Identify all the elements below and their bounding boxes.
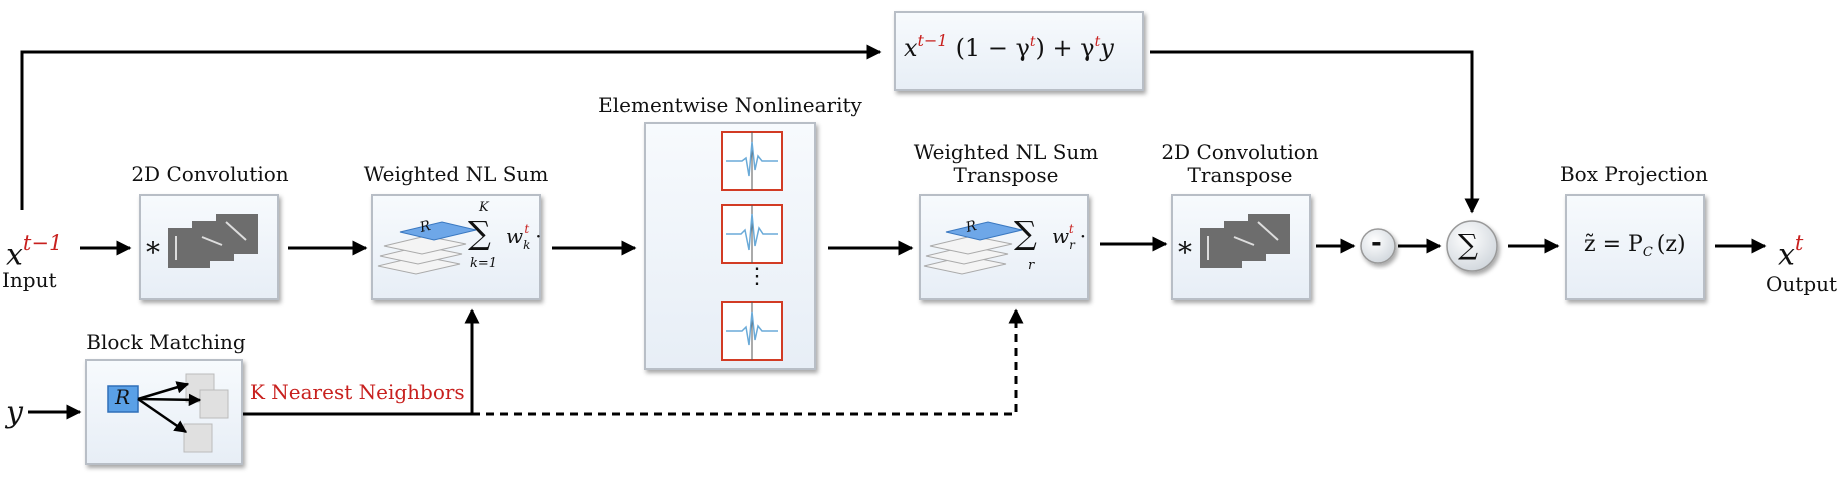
conv2d-title: 2D Convolution — [131, 162, 289, 186]
sum-operator-label: ∑ — [1458, 228, 1478, 261]
output-caption: Output — [1766, 272, 1838, 296]
sum-transpose-symbol: ∑ — [1014, 214, 1037, 252]
box-projection-box — [1565, 194, 1705, 300]
weighted-nl-sum-weight: wkt· — [506, 222, 542, 252]
skip-connection-arrow — [20, 44, 1480, 214]
box-projection-title: Box Projection — [1559, 162, 1709, 186]
input-caption: Input — [2, 268, 57, 292]
weighted-nl-sum-transpose-weight: wrt· — [1052, 222, 1087, 252]
weighted-nl-sum-box — [371, 194, 541, 300]
sum-lower-limit: k=1 — [470, 256, 498, 271]
filter-stack-icon — [1200, 214, 1290, 268]
patch-stack-icon — [377, 221, 477, 275]
conv2d-transpose-title-2: Transpose — [1187, 163, 1293, 187]
update-box — [894, 11, 1144, 91]
weighted-nl-sum-transpose-title-2: Transpose — [953, 163, 1059, 187]
minus-operator-label: - — [1371, 228, 1382, 258]
filter-stack-icon — [168, 214, 258, 268]
input-symbol: xt−1 — [6, 231, 63, 273]
sum-operator — [1446, 220, 1498, 272]
output-symbol: xt — [1778, 231, 1804, 273]
nonlinearity-title: Elementwise Nonlinearity — [598, 93, 862, 117]
flow-arrows — [28, 236, 1767, 420]
knn-label: K Nearest Neighbors — [250, 380, 465, 404]
conv-operator: * — [146, 236, 160, 269]
nonlinearity-box — [644, 122, 816, 370]
conv-transpose-operator: * — [1178, 236, 1192, 269]
conv2d-transpose-box — [1171, 194, 1311, 300]
conv2d-box — [139, 194, 279, 300]
sum-symbol: ∑ — [468, 214, 491, 252]
patch-stack-icon — [923, 221, 1023, 275]
weighted-nl-sum-transpose-title-1: Weighted NL Sum — [913, 140, 1099, 164]
update-formula: xt−1(1 − γt) + γty — [904, 31, 1114, 62]
conv2d-transpose-title-1: 2D Convolution — [1161, 140, 1319, 164]
nonlinearity-plot-2 — [721, 204, 783, 264]
block-matching-title: Block Matching — [86, 330, 246, 354]
block-matching-box — [85, 359, 243, 465]
sum-transpose-lower-limit: r — [1028, 258, 1035, 273]
block-matching-badge: R — [115, 385, 131, 409]
knn-connections — [242, 308, 1024, 416]
weighted-nl-sum-title: Weighted NL Sum — [363, 162, 549, 186]
sum-upper-limit: K — [479, 200, 489, 215]
nonlinearity-plot-1 — [721, 131, 783, 191]
nonlinearity-ellipsis: ⋮ — [746, 264, 768, 289]
y-input-symbol: y — [6, 395, 23, 430]
weighted-nl-sum-transpose-box — [919, 194, 1089, 300]
box-projection-formula: z̃ = PC(z) — [1584, 232, 1686, 260]
nonlinearity-plot-3 — [721, 301, 783, 361]
minus-operator — [1360, 228, 1396, 264]
